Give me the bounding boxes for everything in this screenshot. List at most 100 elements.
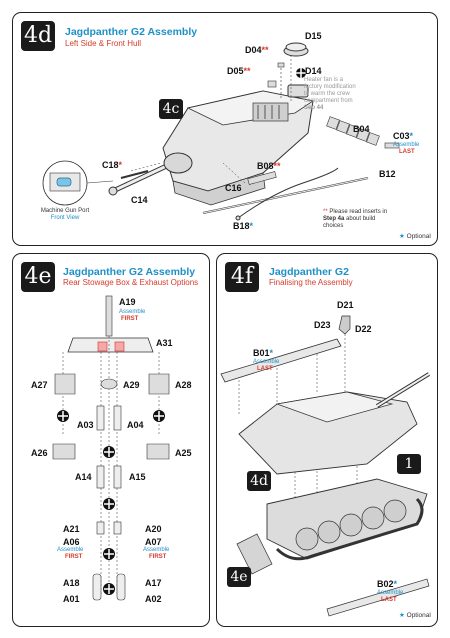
b01-assemble-tag: Assemble [253, 359, 280, 365]
step-4f-title: Jagdpanther G2 [269, 266, 349, 278]
optional-label: Optional [406, 233, 431, 240]
optional-legend: ★ Optional [399, 232, 431, 240]
a06-assemble-tag: Assemble [57, 547, 84, 553]
part-a29-label: A29 [123, 380, 140, 390]
d14-note-text: Heater fan is a factory modification to … [304, 77, 356, 104]
part-b18-code: B18 [233, 221, 250, 231]
b02-assemble-tag: Assemble [377, 590, 404, 596]
step-4d-panel: 4d Jagdpanther G2 Assembly Left Side & F… [12, 12, 438, 246]
part-a01-label: A01 [63, 594, 80, 604]
star-icon: * [393, 579, 398, 589]
double-star-icon: ** [261, 45, 269, 55]
double-star-icon: ** [323, 209, 328, 215]
part-a27-label: A27 [31, 380, 48, 390]
part-c03-code: C03 [393, 131, 410, 141]
part-d04-label: D04** [245, 45, 269, 55]
a19-assemble-tag: Assemble [119, 309, 146, 315]
part-d22-label: D22 [355, 324, 372, 334]
step-badge-4f: 4f [225, 262, 259, 292]
star-icon: ★ [399, 233, 405, 240]
part-a28-label: A28 [175, 380, 192, 390]
part-b08-label: B08** [257, 161, 281, 171]
part-a06-label: A06 [63, 537, 80, 547]
part-b18-label: B18* [233, 221, 253, 231]
star-icon: * [269, 348, 274, 358]
step-4e-reference-badge: 4e [227, 567, 251, 587]
final-assembly-drawing [220, 315, 431, 617]
a07-assemble-tag: Assemble [143, 547, 170, 553]
part-c14-label: C14 [131, 195, 148, 205]
hull-assembly-drawing [42, 42, 400, 221]
step-4f-panel: 4f Jagdpanther G2 Finalising the Assembl… [216, 253, 438, 627]
part-d14-label: D14 [305, 66, 322, 76]
step-4f-subtitle: Finalising the Assembly [269, 278, 353, 287]
insert-note-text-3: about build choices [323, 216, 376, 229]
gun-port-caption: Machine Gun Port Front View [35, 208, 95, 222]
c03-assemble-tag: Assemble [393, 142, 420, 148]
part-a25-label: A25 [175, 448, 192, 458]
insert-note: ** Please read inserts in Step 4a about … [323, 209, 393, 230]
optional-legend: ★ Optional [399, 611, 431, 619]
part-a21-label: A21 [63, 524, 80, 534]
part-a26-label: A26 [31, 448, 48, 458]
part-b02-label: B02* [377, 579, 397, 589]
step-4e-subtitle: Rear Stowage Box & Exhaust Options [63, 278, 199, 287]
part-a02-label: A02 [145, 594, 162, 604]
double-star-icon: ** [273, 161, 281, 171]
part-a14-label: A14 [75, 472, 92, 482]
part-b08-code: B08 [257, 161, 274, 171]
part-c16-label: C16 [225, 183, 242, 193]
insert-note-text-1: Please read inserts in [329, 209, 388, 215]
part-c18-label: C18* [102, 160, 122, 170]
part-a20-label: A20 [145, 524, 162, 534]
step-4c-inset-badge: 4c [159, 99, 183, 119]
b02-last-tag: LAST [381, 597, 397, 603]
star-icon: * [409, 131, 414, 141]
part-d04-code: D04 [245, 45, 262, 55]
part-a31-label: A31 [156, 338, 173, 348]
part-a03-label: A03 [77, 420, 94, 430]
step-badge-4e: 4e [21, 262, 55, 292]
star-icon: * [249, 221, 254, 231]
step-4d-subtitle: Left Side & Front Hull [65, 39, 142, 48]
step-4e-title: Jagdpanther G2 Assembly [63, 266, 196, 278]
part-c18-code: C18 [102, 160, 119, 170]
d14-heater-note: Heater fan is a factory modification to … [304, 77, 358, 112]
double-star-icon: ** [243, 66, 251, 76]
part-b01-label: B01* [253, 348, 273, 358]
a07-first-tag: FIRST [149, 554, 167, 560]
part-a19-label: A19 [119, 297, 136, 307]
step-4e-panel: 4e Jagdpanther G2 Assembly Rear Stowage … [12, 253, 210, 627]
part-d15-label: D15 [305, 31, 322, 41]
step-4d-reference-badge: 4d [247, 471, 271, 491]
step-4d-title: Jagdpanther G2 Assembly [65, 26, 198, 38]
part-a15-label: A15 [129, 472, 146, 482]
part-a04-label: A04 [127, 420, 144, 430]
step-badge-4d: 4d [21, 21, 55, 51]
a19-first-tag: FIRST [121, 316, 139, 322]
part-a07-label: A07 [145, 537, 162, 547]
part-d05-code: D05 [227, 66, 244, 76]
part-b12-label: B12 [379, 169, 396, 179]
step-1-reference-badge: 1 [397, 454, 421, 474]
star-icon: * [118, 160, 123, 170]
part-d23-label: D23 [314, 320, 331, 330]
star-icon: ★ [399, 612, 405, 619]
part-d21-label: D21 [337, 300, 354, 310]
part-c03-label: C03* [393, 131, 413, 141]
part-d05-label: D05** [227, 66, 251, 76]
insert-note-text-2: Step 4a [323, 216, 345, 222]
part-a17-label: A17 [145, 578, 162, 588]
gun-port-label: Machine Gun Port [40, 208, 90, 214]
b01-last-tag: LAST [257, 366, 273, 372]
gun-port-view: Front View [50, 215, 80, 221]
d14-note-ref: Sep 44 [304, 105, 324, 111]
optional-label: Optional [406, 612, 431, 619]
part-b04-label: B04 [353, 124, 370, 134]
a06-first-tag: FIRST [65, 554, 83, 560]
part-a18-label: A18 [63, 578, 80, 588]
part-b01-code: B01 [253, 348, 270, 358]
stowage-exhaust-drawing [52, 295, 170, 601]
c03-last-tag: LAST [399, 149, 415, 155]
part-b02-code: B02 [377, 579, 394, 589]
